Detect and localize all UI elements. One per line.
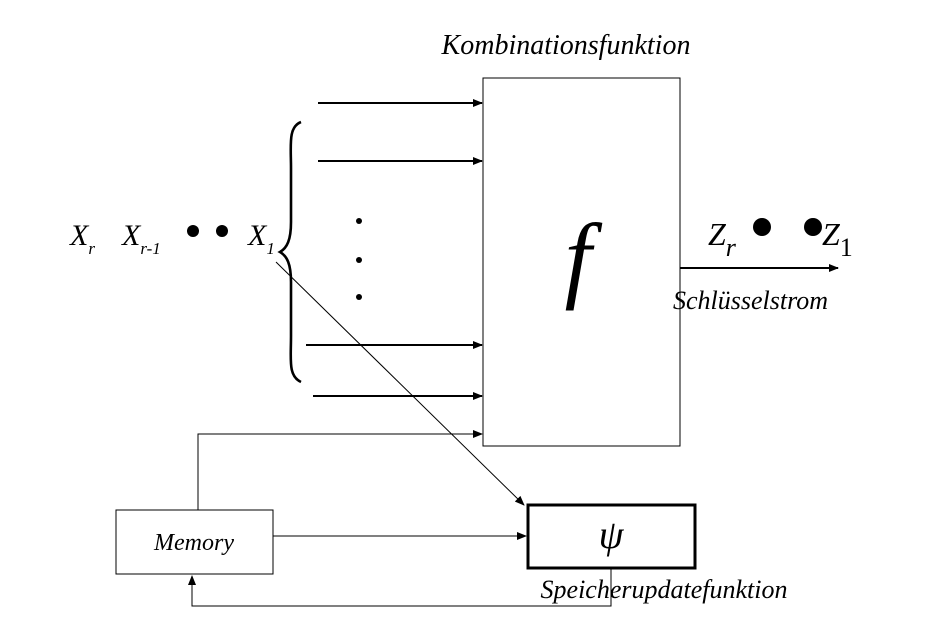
input-x-r: Xr — [69, 219, 95, 258]
output-ellipsis-dot — [753, 218, 771, 236]
keystream-label: Schlüsselstrom — [673, 286, 828, 315]
memory-label: Memory — [153, 530, 234, 556]
memory-box — [115, 509, 274, 575]
input-ellipsis-dot — [187, 225, 199, 237]
output-ellipsis-dot — [804, 218, 822, 236]
x1-to-update-arrow — [275, 261, 525, 506]
output-z-r: Zr — [708, 216, 737, 262]
input-brace — [277, 120, 302, 384]
update-function-symbol: ψ — [599, 512, 625, 557]
input-x-r-minus-1: Xr-1 — [121, 219, 161, 258]
input-ellipsis-dot — [216, 225, 228, 237]
vertical-ellipsis-dot — [356, 257, 362, 263]
memory-to-f-connector — [197, 430, 483, 510]
vertical-ellipsis-dot — [356, 294, 362, 300]
combination-function-symbol: f — [565, 204, 603, 311]
update-function-label: Speicherupdatefunktion — [541, 575, 788, 604]
update-to-memory-connector — [188, 568, 612, 607]
combination-function-box — [482, 77, 681, 447]
output-z-1: Z1 — [822, 216, 853, 262]
vertical-ellipsis-dot — [356, 218, 362, 224]
title-label: Kombinationsfunktion — [441, 30, 691, 61]
input-x-1: X1 — [247, 219, 275, 258]
